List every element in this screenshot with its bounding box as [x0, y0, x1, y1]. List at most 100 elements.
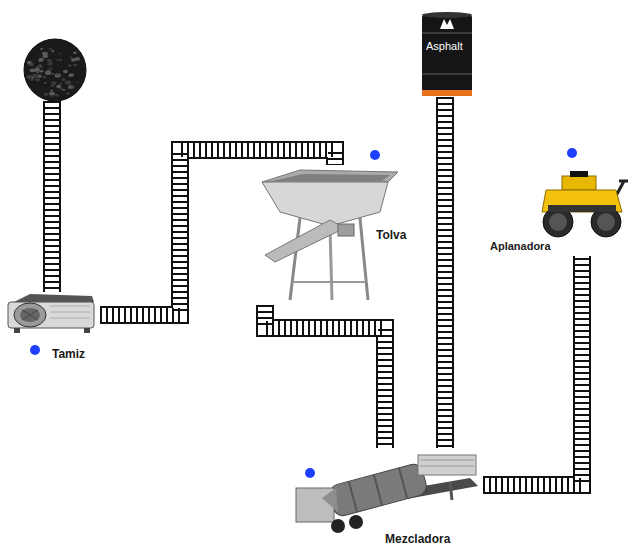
gravel-speck [44, 82, 46, 84]
hopper-part [338, 224, 354, 236]
marker-dot-part [370, 150, 380, 160]
gravel-speck [60, 83, 62, 84]
mixing-plant-part [322, 488, 338, 512]
conveyor-belt-part [43, 101, 61, 292]
gravel-speck [39, 65, 43, 67]
asphalt-barrel-part [422, 12, 472, 18]
hopper-part [262, 170, 398, 182]
gravel-speck [45, 71, 51, 75]
gravel-speck [73, 52, 77, 55]
marker-dot-part [305, 468, 315, 478]
road-roller-part [548, 205, 616, 212]
conveyor-belt [445, 97, 446, 448]
gravel-speck [39, 58, 44, 62]
machine-node: Asphalt [420, 12, 474, 97]
gravel-speck [55, 73, 61, 77]
mixing-plant-part [327, 462, 428, 518]
machine-label: Aplanadora [490, 240, 551, 253]
conveyor-belt-part [45, 101, 59, 292]
road-roller-part [542, 190, 622, 212]
gravel-speck [27, 61, 32, 64]
gravel-speck [68, 85, 74, 89]
belt-rungs [483, 256, 582, 485]
mixing-plant-part [331, 519, 345, 533]
gravel-speck [68, 64, 72, 67]
mixing-plant-part [349, 515, 363, 529]
sieve-machine [8, 294, 94, 333]
belt-outline [265, 305, 385, 448]
belt-surface [438, 97, 452, 448]
gravel-speck [71, 58, 76, 62]
gravel-speck [55, 94, 59, 97]
gravel-speck [76, 81, 78, 83]
gravel-speck [34, 68, 40, 72]
gravel-speck [33, 73, 39, 77]
machine-label: Tolva [376, 228, 406, 242]
conveyor-belt [52, 101, 53, 292]
gravel-speck [69, 73, 74, 76]
gravel-speck [51, 50, 54, 52]
gravel-speck [56, 59, 59, 61]
belt-rungs [438, 97, 452, 448]
asphalt-barrel [422, 12, 472, 96]
mixing-plant-part [418, 455, 476, 475]
asphalt-barrel-part [422, 14, 472, 96]
gravel-speck [40, 48, 43, 50]
conveyor-belt [265, 305, 385, 448]
mixing-plant-part [420, 460, 474, 466]
sieve-machine-part [22, 310, 38, 320]
gravel-speck [65, 80, 71, 84]
barrel-label: Asphalt [426, 40, 463, 53]
gravel-speck [38, 60, 40, 62]
hopper-part [360, 218, 368, 300]
belt-surface [483, 256, 582, 485]
gravel-pile [24, 39, 86, 101]
gravel-speck [74, 64, 77, 66]
sieve-machine-part [84, 328, 90, 333]
road-roller-part [549, 213, 567, 231]
road-roller [542, 171, 628, 237]
sieve-machine-part [14, 303, 46, 327]
gravel-speck [62, 89, 65, 91]
sieve-machine-part [14, 294, 94, 302]
marker-dot-part [30, 345, 40, 355]
conveyor-belt [483, 256, 582, 485]
gravel-speck [26, 75, 32, 79]
hopper-part [330, 228, 332, 300]
hopper-part [272, 174, 390, 181]
gravel-pile-part [24, 39, 86, 101]
machine-node: Tolva [255, 165, 410, 305]
belt-outline [100, 150, 335, 315]
belt-outline [436, 97, 454, 448]
gravel-speck [44, 93, 49, 96]
belt-outline [483, 256, 582, 485]
hopper-part [290, 218, 300, 300]
mixing-plant-part-part [349, 468, 408, 512]
road-roller-part [597, 213, 615, 231]
gravel-speck [68, 86, 73, 89]
gravel-speck [63, 70, 68, 74]
gravel-speck [49, 48, 52, 50]
gravel-speck [43, 76, 47, 79]
gravel-speck [59, 53, 61, 55]
sieve-machine-part [50, 306, 90, 318]
gravel-speck [36, 66, 39, 68]
gravel-speck [47, 63, 51, 66]
road-roller-part [570, 171, 588, 177]
road-roller-part [616, 181, 628, 196]
conveyor-belt-part [45, 101, 59, 292]
machine-label: Mezcladora [385, 532, 450, 546]
gravel-speck [59, 59, 63, 61]
gravel-speck [59, 87, 62, 89]
mixing-plant-part-part [327, 462, 428, 518]
gravel-speck [66, 92, 70, 95]
sieve-machine-part [8, 302, 94, 328]
gravel-speck [48, 59, 52, 62]
gravel-speck [56, 74, 58, 76]
gravel-speck [51, 85, 54, 87]
gravel-speck [52, 73, 54, 75]
